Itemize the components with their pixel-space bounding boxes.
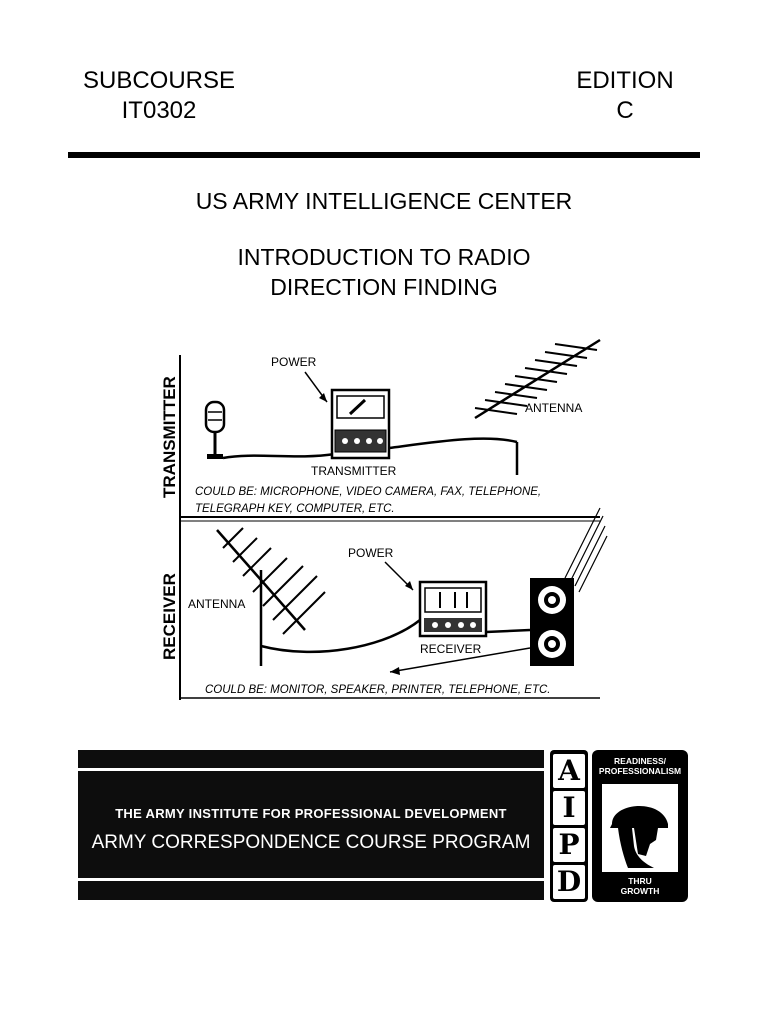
speaker-icon — [530, 578, 574, 666]
emblem-growth: GROWTH — [620, 886, 660, 896]
tx-antenna-icon — [474, 338, 601, 475]
receiver-section-label: RECEIVER — [160, 573, 179, 660]
organization-name: US ARMY INTELLIGENCE CENTER — [195, 188, 573, 214]
tx-output-cable — [388, 437, 518, 450]
course-title: INTRODUCTION TO RADIO DIRECTION FINDING — [0, 242, 768, 302]
rx-power-label: POWER — [348, 546, 394, 560]
emblem-professionalism: PROFESSIONALISM — [598, 766, 682, 776]
organization-title: US ARMY INTELLIGENCE CENTER — [0, 186, 768, 216]
rx-output-arrow — [389, 647, 531, 673]
emblem-bottom-text: THRU GROWTH — [596, 876, 684, 896]
readiness-emblem: READINESS/ PROFESSIONALISM THRU GROWTH — [592, 750, 688, 902]
subcourse-label: SUBCOURSE — [82, 67, 236, 94]
program-banner: THE ARMY INSTITUTE FOR PROFESSIONAL DEVE… — [78, 750, 544, 900]
tx-power-label: POWER — [271, 355, 317, 369]
rx-unit-label: RECEIVER — [420, 642, 482, 656]
aipd-letter-p: P — [553, 828, 585, 862]
rx-caption: COULD BE: MONITOR, SPEAKER, PRINTER, TEL… — [205, 684, 551, 696]
emblem-readiness: READINESS/ — [614, 756, 666, 766]
aipd-letter-i: I — [553, 791, 585, 825]
subcourse-block: SUBCOURSE IT0302 — [78, 66, 240, 126]
program-name: ARMY CORRESPONDENCE COURSE PROGRAM — [91, 832, 531, 853]
tx-antenna-label: ANTENNA — [525, 401, 582, 415]
tx-input-cable — [222, 452, 336, 460]
rx-output-cable — [485, 628, 531, 634]
tx-caption-line1: COULD BE: MICROPHONE, VIDEO CAMERA, FAX,… — [195, 486, 541, 498]
transmitter-unit — [330, 388, 391, 460]
emblem-panel — [602, 784, 678, 872]
emblem-thru: THRU — [628, 876, 652, 886]
receiver-unit — [418, 580, 488, 638]
emblem-top-text: READINESS/ PROFESSIONALISM — [596, 756, 684, 776]
edition-block: EDITION C — [570, 66, 680, 126]
edition-label: EDITION — [576, 67, 674, 94]
microphone-icon — [204, 400, 226, 459]
subcourse-number: IT0302 — [121, 97, 197, 124]
edition-value: C — [616, 97, 634, 124]
banner-stripe-bottom — [78, 878, 544, 881]
aipd-letter-d: D — [553, 865, 585, 899]
soldier-helmet-icon — [610, 805, 668, 868]
tx-caption-line2: TELEGRAPH KEY, COMPUTER, ETC. — [195, 503, 395, 515]
header-rule — [68, 152, 700, 158]
rx-antenna-icon — [216, 527, 326, 666]
course-title-line2: DIRECTION FINDING — [270, 274, 498, 300]
institute-name: THE ARMY INSTITUTE FOR PROFESSIONAL DEVE… — [115, 806, 507, 821]
banner-stripe-top — [78, 768, 544, 771]
rx-antenna-label: ANTENNA — [188, 597, 245, 611]
sound-waves-icon — [564, 507, 608, 593]
course-title-line1: INTRODUCTION TO RADIO — [237, 244, 531, 270]
aipd-letter-a: A — [553, 754, 585, 788]
tx-unit-label: TRANSMITTER — [311, 464, 397, 478]
aipd-logo: A I P D — [550, 750, 588, 902]
transmitter-section-label: TRANSMITTER — [160, 376, 179, 498]
radio-system-diagram: TRANSMITTER RECEIVER POWER TRANSMITTER — [160, 338, 608, 700]
rx-input-cable — [260, 619, 421, 654]
